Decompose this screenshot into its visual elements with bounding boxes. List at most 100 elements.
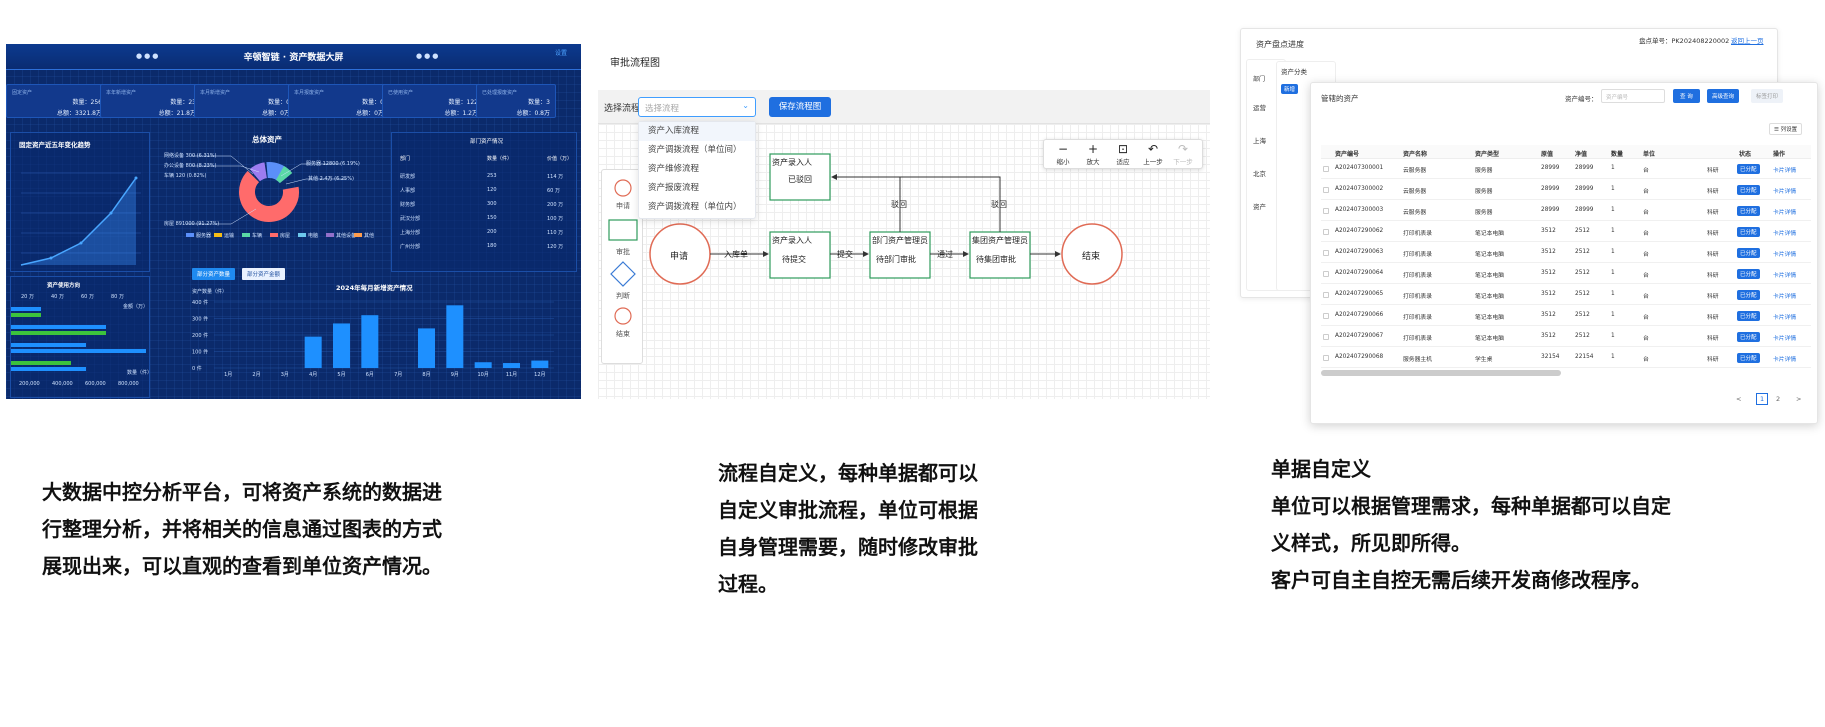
row-divider [1321, 220, 1811, 221]
card-detail-link[interactable]: 卡片详情 [1773, 294, 1797, 300]
flow-select-dropdown: 资产入库流程资产调拨流程（单位间） 资产维修流程资产报废流程资产调拨流程（单位内） [638, 121, 756, 219]
node-dept-status: 待部门审批 [876, 255, 916, 264]
asset-code-input[interactable]: 资产编号 [1601, 89, 1665, 103]
horizontal-scrollbar[interactable] [1321, 370, 1561, 376]
node-group-status: 待集团审批 [976, 255, 1016, 264]
caption-line: 大数据中控分析平台，可将资产系统的数据进 [42, 480, 442, 504]
table-cell: 打印机表录 [1403, 231, 1432, 237]
zoom-tool-label: 缩小 [1056, 158, 1070, 166]
advanced-query-button[interactable]: 高级查询 [1707, 89, 1740, 103]
status-badge: 已分配 [1737, 269, 1760, 279]
query-button[interactable]: 查 询 [1673, 89, 1700, 103]
table-cell: 2512 [1575, 270, 1590, 276]
caption-line: 流程自定义，每种单据都可以 [718, 461, 978, 485]
total-donut-chart [186, 155, 346, 225]
card-detail-link[interactable]: 卡片详情 [1773, 315, 1797, 321]
print-label-button[interactable]: 标签打印 [1751, 89, 1784, 103]
table-cell: 1 [1611, 270, 1615, 276]
start-node-tool[interactable] [614, 179, 632, 197]
row-checkbox[interactable] [1323, 187, 1329, 193]
caption-line: 自定义审批流程，单位可根据 [718, 498, 978, 522]
back-link[interactable]: 返回上一页 [1731, 37, 1764, 45]
card-detail-link[interactable]: 卡片详情 [1773, 189, 1797, 195]
row-divider [1321, 262, 1811, 263]
approve-node-tool[interactable] [608, 219, 638, 241]
row-checkbox[interactable] [1323, 334, 1329, 340]
zoom-tool-4[interactable]: ↷下一步 [1170, 142, 1196, 166]
kpi-total: 总额：3321.8万 [57, 110, 102, 117]
card-detail-link[interactable]: 卡片详情 [1773, 231, 1797, 237]
dept-cell: 120 万 [547, 244, 564, 250]
page-item[interactable]: 1 [1756, 393, 1769, 405]
status-badge: 已分配 [1737, 185, 1760, 195]
card-detail-link[interactable]: 卡片详情 [1773, 168, 1797, 174]
card-detail-link[interactable]: 卡片详情 [1773, 273, 1797, 279]
dept-cell: 科研 [1707, 210, 1719, 216]
inventory-dept-2[interactable]: 北京 [1253, 170, 1266, 178]
table-cell: A202407290065 [1335, 291, 1384, 297]
page-item[interactable]: > [1796, 395, 1802, 403]
row-divider [1321, 325, 1811, 326]
table-cell: 台 [1643, 189, 1649, 195]
table-cell: 云服务器 [1403, 168, 1427, 174]
row-checkbox[interactable] [1323, 229, 1329, 235]
zoom-tool-3[interactable]: ↶上一步 [1140, 142, 1166, 166]
monthly-xtick: 3月 [281, 372, 289, 378]
start-node-label: 申请 [670, 252, 689, 262]
dept-header: 价值（万） [547, 156, 573, 162]
row-checkbox[interactable] [1323, 292, 1329, 298]
page-item[interactable]: 2 [1776, 395, 1781, 403]
zoom-tool-1[interactable]: +放大 [1080, 142, 1106, 166]
asset-amount-button[interactable]: 部分资产金额 [242, 268, 286, 280]
usage-title: 资产使用方向 [47, 283, 81, 289]
page-item[interactable]: < [1736, 395, 1742, 403]
zoom-tool-0[interactable]: −缩小 [1050, 142, 1076, 166]
inventory-dept-3[interactable]: 资产 [1253, 203, 1266, 211]
monthly-xtick: 8月 [422, 372, 430, 378]
flow-option[interactable]: 资产入库流程 [639, 122, 755, 141]
inventory-dept-1[interactable]: 上海 [1253, 137, 1266, 145]
card-detail-link[interactable]: 卡片详情 [1773, 336, 1797, 342]
card-detail-link[interactable]: 卡片详情 [1773, 210, 1797, 216]
table-cell: 2512 [1575, 228, 1590, 234]
table-cell: 1 [1611, 333, 1615, 339]
decision-node-tool[interactable] [610, 261, 636, 287]
flow-select[interactable]: 选择流程⌄ [638, 97, 756, 117]
table-cell: A202407290068 [1335, 354, 1384, 360]
flow-option[interactable]: 资产报废流程 [648, 183, 700, 193]
flow-option[interactable]: 资产调拨流程（单位内） [648, 202, 742, 212]
row-checkbox[interactable] [1323, 208, 1329, 214]
row-checkbox[interactable] [1323, 313, 1329, 319]
end-node-tool[interactable] [614, 307, 632, 325]
dashboard-setting-link[interactable]: 设置 [554, 50, 567, 57]
monthly-xtick: 12月 [534, 372, 545, 378]
table-cell: A202407300002 [1335, 186, 1384, 192]
inventory-title: 资产盘点进度 [1256, 40, 1304, 49]
row-checkbox[interactable] [1323, 355, 1329, 361]
table-cell: 1 [1611, 228, 1615, 234]
row-checkbox[interactable] [1323, 271, 1329, 277]
card-detail-link[interactable]: 卡片详情 [1773, 357, 1797, 363]
save-flow-button[interactable]: 保存流程图 [769, 97, 831, 117]
row-checkbox[interactable] [1323, 250, 1329, 256]
legend-label: 电脑 [308, 233, 319, 239]
zoom-tool-2[interactable]: ⊡适应 [1110, 142, 1136, 166]
hbar-unit2: 数量（件） [127, 370, 153, 376]
column-settings-button[interactable]: ☰ 列设置 [1769, 123, 1803, 135]
flow-option[interactable]: 资产维修流程 [648, 164, 700, 174]
table-cell: 学生桌 [1475, 357, 1493, 363]
new-category-button[interactable]: 新增 [1281, 84, 1299, 94]
row-checkbox[interactable] [1323, 166, 1329, 172]
table-header-cell: 单位 [1643, 151, 1656, 158]
table-cell: 3512 [1541, 291, 1556, 297]
flow-select-label: 选择流程 [604, 104, 641, 114]
asset-count-button[interactable]: 部分资产数量 [192, 268, 236, 280]
hbar-top-tick: 80 万 [111, 294, 124, 300]
monthly-bar [361, 315, 379, 368]
inventory-dept-0[interactable]: 运营 [1253, 104, 1266, 112]
card-detail-link[interactable]: 卡片详情 [1773, 252, 1797, 258]
monthly-ytick: 300 件 [192, 316, 208, 323]
flow-option[interactable]: 资产调拨流程（单位间） [648, 145, 742, 155]
